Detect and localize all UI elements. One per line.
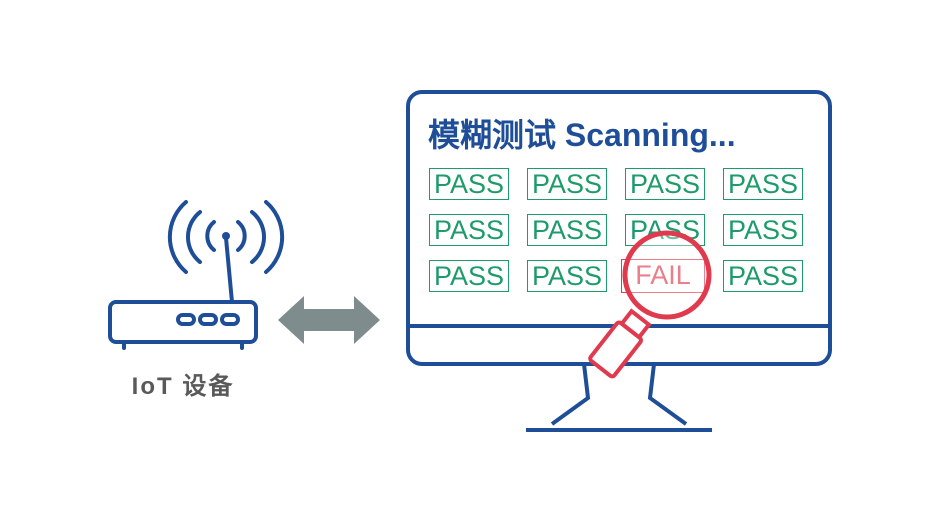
result-pass: PASS [723,168,803,200]
iot-device-label: IoT 设备 [131,373,235,400]
result-pass: PASS [723,214,803,246]
result-pass: PASS [723,260,803,292]
result-pass: PASS [429,260,509,292]
result-pass: PASS [625,168,705,200]
result-pass: PASS [625,214,705,246]
scanning-title: 模糊测试 Scanning... [428,117,736,153]
result-pass: PASS [429,168,509,200]
result-pass: PASS [527,168,607,200]
wifi-signal-icon [167,200,285,274]
result-fail: FAIL [621,259,705,293]
router-icon [108,232,258,350]
double-arrow-icon [278,296,380,344]
result-pass: PASS [527,260,607,292]
result-pass: PASS [429,214,509,246]
result-pass: PASS [527,214,607,246]
